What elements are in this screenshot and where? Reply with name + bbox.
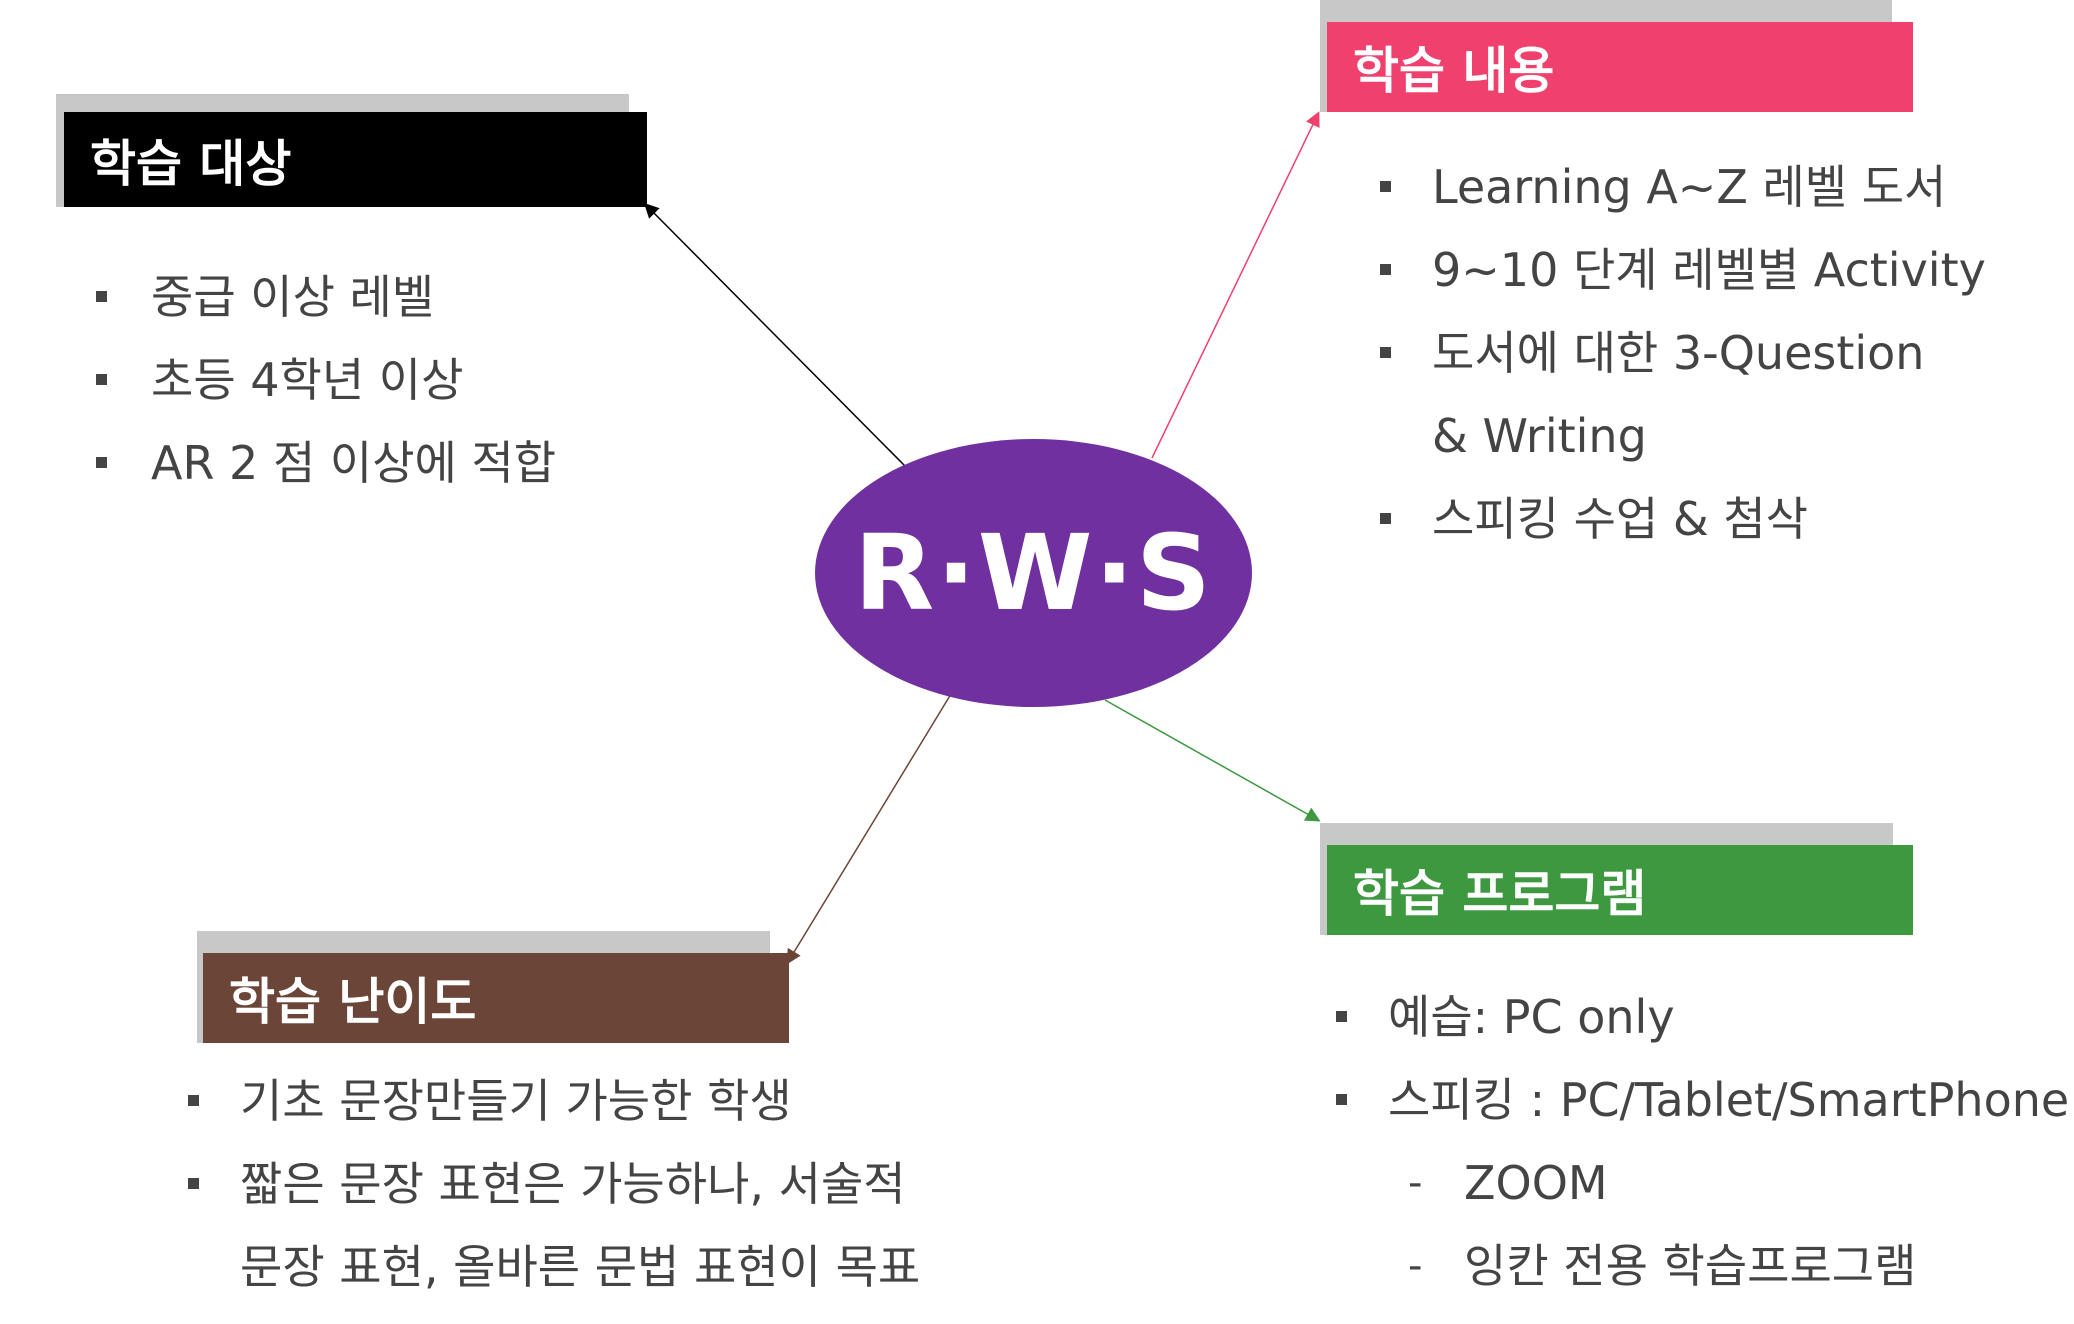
list-item: 스피킹 : PC/Tablet/SmartPhone (1336, 1059, 2069, 1142)
list-item: 짧은 문장 표현은 가능하나, 서술적 (188, 1143, 920, 1226)
connector-program (1104, 699, 1321, 822)
sub-list-item: -잉칸 전용 학습프로그램 (1408, 1239, 1917, 1293)
content-title: 학습 내용 (1353, 42, 1555, 100)
list-item-continuation: & Writing (1432, 409, 1647, 463)
list-item-continuation: 문장 표현, 올바른 문법 표현이 목표 (240, 1240, 921, 1294)
list-item: 기초 문장만들기 가능한 학생 (188, 1060, 920, 1143)
target-title: 학습 대상 (90, 134, 292, 193)
list-item: 예습: PC only (1336, 976, 2069, 1059)
center-node: R·W·S (815, 439, 1252, 707)
center-label: R·W·S (854, 512, 1213, 634)
difficulty-banner: 학습 난이도 (203, 953, 789, 1043)
difficulty-title: 학습 난이도 (229, 973, 477, 1031)
content-list: Learning A~Z 레벨 도서 9~10 단계 레벨별 Activity … (1380, 146, 1986, 561)
list-item: AR 2 점 이상에 적합 (96, 422, 556, 505)
connector-target (643, 202, 906, 467)
target-banner: 학습 대상 (64, 112, 647, 207)
program-list: 예습: PC only 스피킹 : PC/Tablet/SmartPhone -… (1336, 976, 2069, 1308)
list-item: 초등 4학년 이상 (96, 339, 556, 422)
connector-content (1151, 111, 1320, 459)
program-title: 학습 프로그램 (1353, 865, 1647, 923)
list-item: 9~10 단계 레벨별 Activity (1380, 229, 1986, 312)
program-banner: 학습 프로그램 (1327, 845, 1913, 935)
list-item: 중급 이상 레벨 (96, 256, 556, 339)
list-item: 도서에 대한 3-Question (1380, 312, 1986, 395)
target-list: 중급 이상 레벨 초등 4학년 이상 AR 2 점 이상에 적합 (96, 256, 556, 505)
connector-difficulty (786, 693, 952, 965)
list-item: Learning A~Z 레벨 도서 (1380, 146, 1986, 229)
difficulty-list: 기초 문장만들기 가능한 학생 짧은 문장 표현은 가능하나, 서술적 문장 표… (188, 1060, 920, 1309)
content-banner: 학습 내용 (1327, 22, 1913, 112)
list-item: 스피킹 수업 & 첨삭 (1380, 478, 1986, 561)
sub-list-item: -ZOOM (1408, 1156, 1608, 1210)
